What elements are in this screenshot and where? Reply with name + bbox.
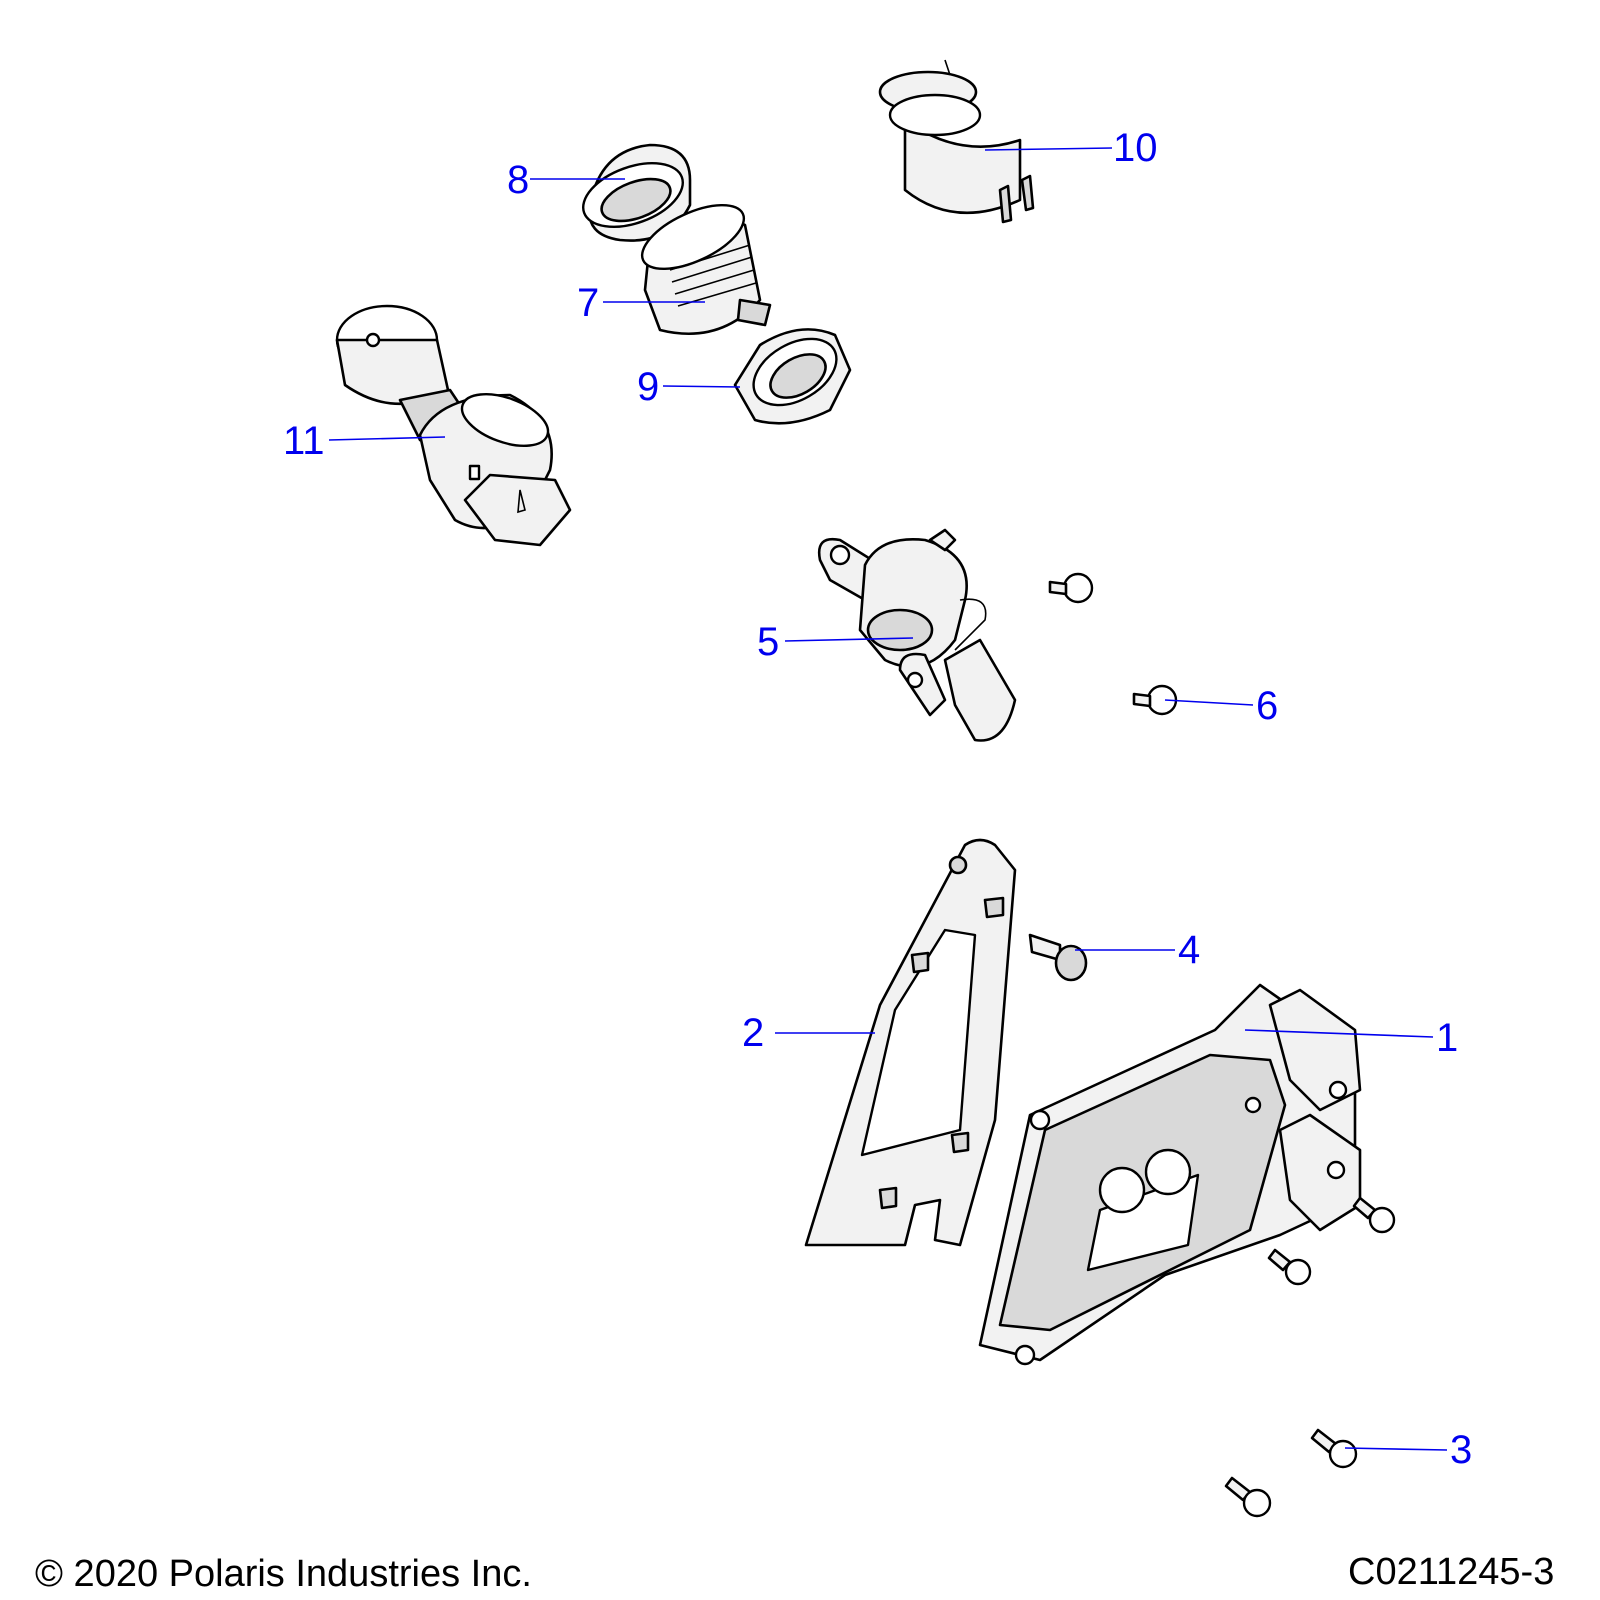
callout-8: 8: [507, 158, 530, 202]
part-10-canister: [878, 59, 1035, 224]
callout-9: 9: [637, 365, 660, 409]
part-1-module: [978, 983, 1362, 1366]
part-4-fastener: [1028, 933, 1088, 982]
callout-10: 10: [1113, 126, 1158, 170]
part-2-bracket: [804, 838, 1017, 1247]
part-11-switch: [335, 304, 572, 547]
callout-7: 7: [577, 281, 600, 325]
part-7-socket: [640, 203, 772, 336]
part-9-nut: [733, 328, 852, 425]
callout-3: 3: [1450, 1428, 1473, 1472]
copyright-text: © 2020 Polaris Industries Inc.: [35, 1553, 532, 1595]
part-3-screws: [1224, 1196, 1396, 1518]
callout-2: 2: [742, 1011, 765, 1055]
callout-5: 5: [757, 620, 780, 664]
part-6-screws: [1048, 572, 1178, 716]
callout-11: 11: [283, 419, 325, 463]
leader-lines: [328, 147, 1448, 1451]
callout-4: 4: [1178, 928, 1201, 972]
part-5-sensor: [817, 528, 1017, 742]
callout-6: 6: [1256, 684, 1279, 728]
drawing-code: C0211245-3: [1348, 1551, 1555, 1593]
callout-1: 1: [1436, 1016, 1459, 1060]
